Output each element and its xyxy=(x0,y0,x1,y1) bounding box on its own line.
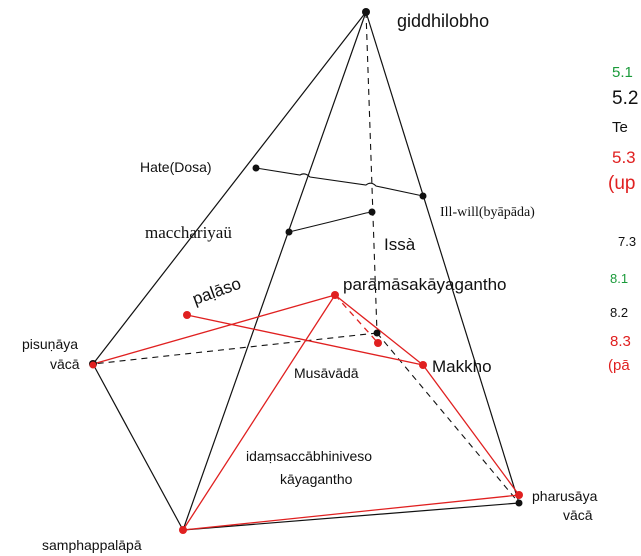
label-paramasa: parāmāsakāyagantho xyxy=(343,275,507,294)
node-makkho xyxy=(419,361,427,369)
note-7-3: 7.3 xyxy=(618,234,636,249)
label-pharusaya-1: pharusāya xyxy=(532,488,598,504)
red-edge-palaso-makkho xyxy=(186,314,424,366)
node-pisunaya-red xyxy=(89,361,97,369)
note-up: (up xyxy=(608,173,635,194)
node-pharusaya-black xyxy=(515,499,523,507)
node-macchariya xyxy=(285,228,293,236)
red-edge-top-samphappalapa xyxy=(182,294,336,531)
red-nodes xyxy=(89,291,523,534)
note-pa: (pā xyxy=(608,357,630,374)
red-edge-makkho-pharusaya xyxy=(422,364,520,496)
label-musavada: Musāvādā xyxy=(294,365,359,381)
black-nodes xyxy=(89,8,523,507)
label-pisunaya-2: vācā xyxy=(50,356,80,372)
note-5-2: 5.2 xyxy=(612,88,638,109)
black-pyramid-edges xyxy=(92,11,520,531)
label-illwill: Ill-will(byāpāda) xyxy=(440,205,535,220)
node-paramasa-red xyxy=(331,291,339,299)
red-edge-samphappalapa-pharusaya xyxy=(182,494,520,531)
label-pharusaya-2: vācā xyxy=(563,507,593,523)
edge-apex-pharusaya xyxy=(365,11,520,504)
note-5-1: 5.1 xyxy=(612,64,633,81)
note-8-2: 8.2 xyxy=(610,305,628,320)
node-issa xyxy=(368,208,376,216)
label-macchariya: macchariyaü xyxy=(145,223,232,242)
edge-pisunaya-samphappalapa xyxy=(92,363,184,531)
label-apex: giddhilobho xyxy=(397,11,489,31)
node-apex xyxy=(362,8,370,16)
node-musavada xyxy=(374,339,382,347)
note-8-3: 8.3 xyxy=(610,333,631,350)
label-idam-2: kāyagantho xyxy=(280,471,353,487)
node-palaso xyxy=(183,311,191,319)
label-samphappalapa: samphappalāpā xyxy=(42,537,142,553)
dashed-back-pisunaya xyxy=(92,332,378,365)
node-illwill xyxy=(419,192,427,200)
note-5-3: 5.3 xyxy=(612,148,636,167)
label-idam-1: idaṃsaccābhiniveso xyxy=(246,448,372,464)
node-samphappalapa xyxy=(179,526,187,534)
label-makkho: Makkho xyxy=(432,357,492,376)
red-edge-top-makkho xyxy=(334,294,424,366)
dashed-apex-back xyxy=(365,11,378,334)
node-paramasa-black xyxy=(373,329,381,337)
dashed-back-pharusaya xyxy=(376,332,520,504)
middle-cross-lines xyxy=(255,167,424,233)
note-te: Te xyxy=(612,119,628,136)
edge-apex-samphappalapa xyxy=(182,11,367,531)
red-edge-top-musavada xyxy=(334,294,379,344)
dashed-hidden-edges xyxy=(92,11,520,504)
label-hate: Hate(Dosa) xyxy=(140,159,212,175)
label-palaso: paḷāso xyxy=(190,274,244,309)
label-pisunaya-1: pisuṇāya xyxy=(22,336,78,352)
edge-apex-pisunaya xyxy=(92,11,367,365)
macchariya-issa-line xyxy=(288,211,373,233)
note-8-1: 8.1 xyxy=(610,271,628,286)
hate-illwill-line xyxy=(255,167,424,197)
node-hate xyxy=(252,164,260,172)
label-issa: Issà xyxy=(384,235,416,254)
red-edge-top-pisunaya xyxy=(92,294,336,365)
node-pharusaya-red xyxy=(515,491,523,499)
edge-samphappalapa-pharusaya xyxy=(182,502,520,531)
red-pyramid-edges xyxy=(92,294,520,531)
